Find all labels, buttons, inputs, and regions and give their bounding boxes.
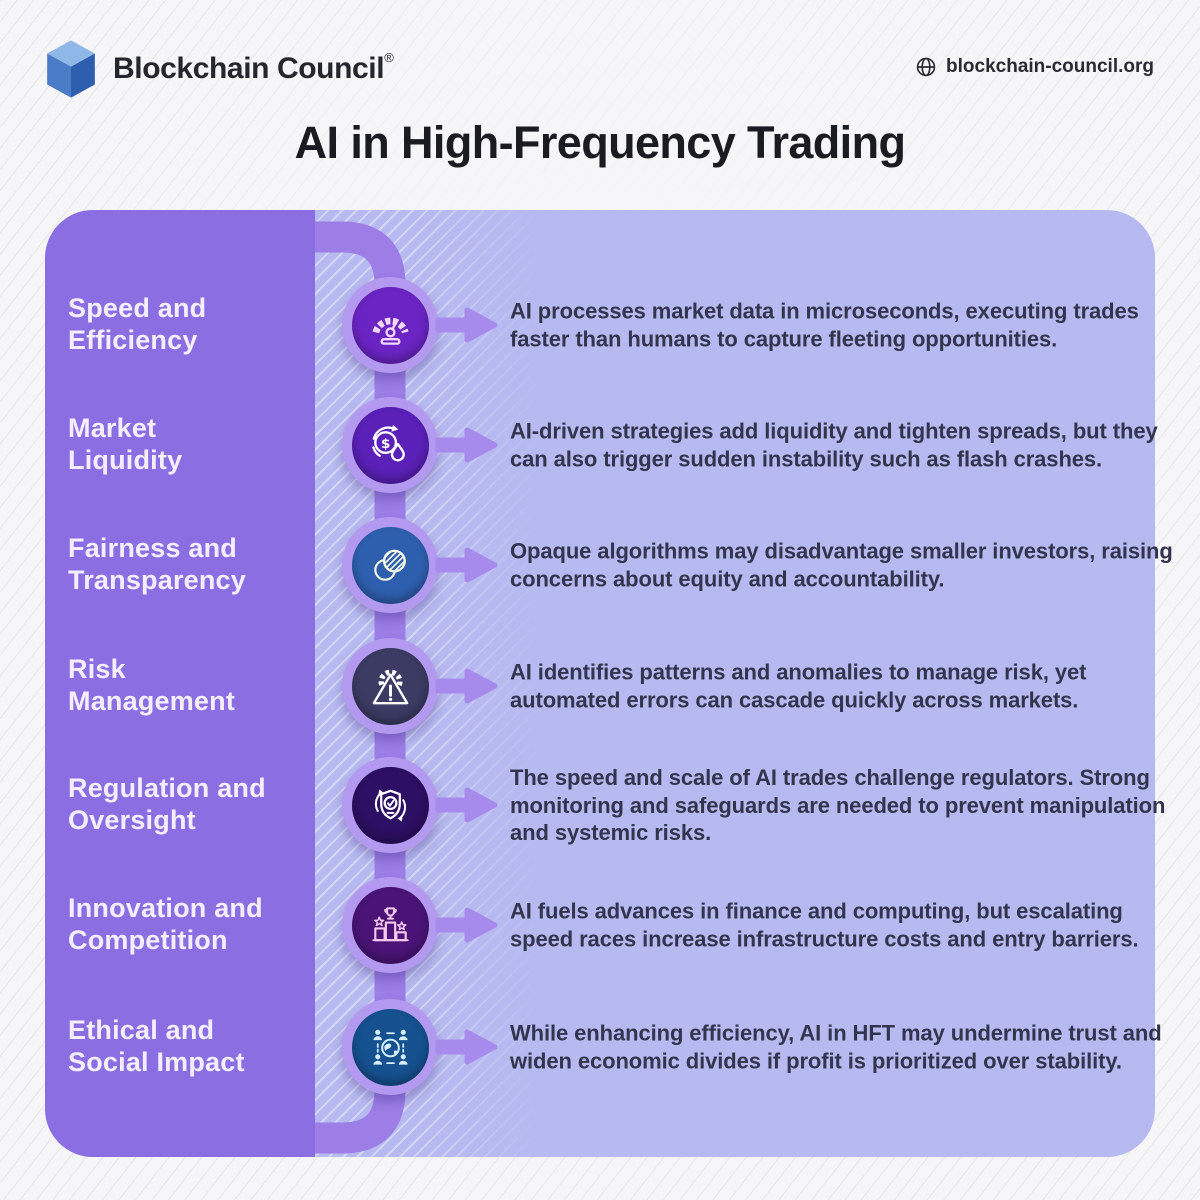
dollar-liquidity-icon: $ — [351, 406, 429, 484]
topic-label: Regulation and Oversight — [68, 773, 266, 835]
topic-label: Speed and Efficiency — [68, 293, 207, 355]
arrow-icon — [435, 1029, 498, 1065]
arrow-icon — [435, 307, 498, 343]
speedometer-icon — [351, 286, 429, 364]
timeline-row: Regulation and Oversight The speed and s… — [45, 745, 1165, 865]
shield-check-icon — [351, 766, 429, 844]
brand-name: Blockchain Council® — [113, 50, 394, 85]
topic-label: Market Liquidity — [68, 413, 183, 475]
topic-label: Innovation and Competition — [68, 893, 263, 955]
timeline-node — [342, 638, 438, 734]
topic-description: AI processes market data in microseconds… — [510, 298, 1139, 352]
arrow-icon — [435, 907, 498, 943]
topic-description: AI-driven strategies add liquidity and t… — [510, 418, 1158, 472]
timeline-row: Innovation and Competition AI fuels adva… — [45, 865, 1155, 985]
website-url: blockchain-council.org — [946, 56, 1154, 77]
timeline-row: Fairness and Transparency Opaq — [45, 505, 1173, 625]
timeline-node — [342, 277, 438, 373]
timeline-row: Speed and Efficiency AI processes market… — [45, 265, 1155, 385]
topic-description: While enhancing efficiency, AI in HFT ma… — [510, 1020, 1162, 1074]
arrow-icon — [435, 427, 498, 463]
timeline-node: $ — [342, 397, 438, 493]
topic-description: The speed and scale of AI trades challen… — [510, 764, 1166, 845]
topic-label: Ethical and Social Impact — [68, 1015, 245, 1077]
timeline-node — [342, 877, 438, 973]
timeline-node — [342, 999, 438, 1095]
topics-sidebar — [45, 210, 315, 1157]
overlapping-circles-icon — [351, 526, 429, 604]
timeline-row: Market Liquidity $ AI-driven strategies … — [45, 385, 1158, 505]
timeline-node — [342, 517, 438, 613]
cube-logo-icon — [47, 40, 95, 98]
people-globe-icon — [351, 1008, 429, 1086]
timeline-row: Risk Management AI identifies patterns a… — [45, 626, 1155, 746]
warning-gear-icon — [351, 647, 429, 725]
brand-logo: Blockchain Council® — [42, 38, 394, 100]
topic-label: Fairness and Transparency — [68, 533, 246, 595]
topic-description: AI identifies patterns and anomalies to … — [510, 659, 1087, 713]
registered-mark: ® — [384, 50, 394, 65]
website: blockchain-council.org — [915, 56, 1154, 78]
arrow-icon — [435, 787, 498, 823]
topic-label: Risk Management — [68, 654, 236, 716]
arrow-icon — [435, 668, 498, 704]
globe-icon — [916, 57, 936, 77]
arrow-icon — [435, 547, 498, 583]
podium-trophy-icon — [351, 886, 429, 964]
topic-description: AI fuels advances in finance and computi… — [510, 898, 1139, 952]
svg-text:$: $ — [380, 435, 390, 451]
timeline-node — [342, 757, 438, 853]
timeline-row: Ethical and Social Impact — [45, 987, 1162, 1107]
page-title: AI in High-Frequency Trading — [294, 117, 906, 168]
topic-description: Opaque algorithms may disadvantage small… — [510, 538, 1173, 592]
